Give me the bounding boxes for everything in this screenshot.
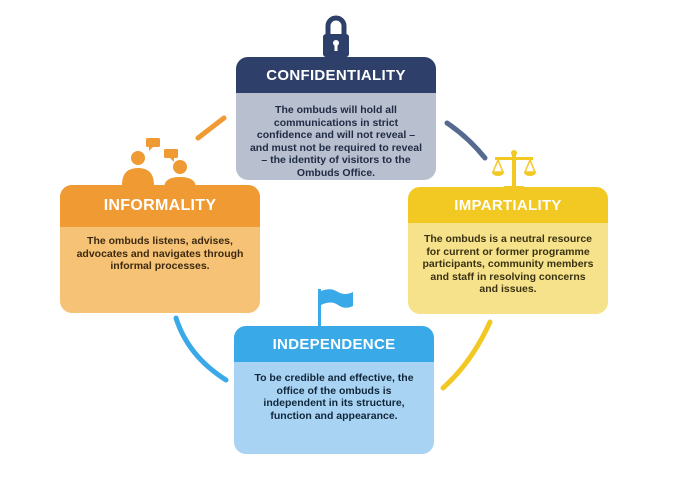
people-talking-icon: [122, 138, 196, 188]
scales-icon: [491, 150, 537, 190]
independence-text: To be credible and effective, the office…: [254, 372, 414, 422]
informality-title: INFORMALITY: [60, 185, 260, 227]
flag-icon: [318, 289, 353, 329]
confidentiality-card: CONFIDENTIALITY The ombuds will hold all…: [236, 57, 436, 180]
independence-card: INDEPENDENCE To be credible and effectiv…: [234, 326, 434, 454]
padlock-icon: [323, 15, 349, 57]
informality-text: The ombuds listens, advises, advocates a…: [76, 235, 244, 272]
impartiality-title: IMPARTIALITY: [408, 187, 608, 223]
impartiality-text: The ombuds is a neutral resource for cur…: [422, 233, 594, 295]
confidentiality-title: CONFIDENTIALITY: [236, 57, 436, 93]
impartiality-card: IMPARTIALITY The ombuds is a neutral res…: [408, 187, 608, 314]
independence-title: INDEPENDENCE: [234, 326, 434, 362]
confidentiality-text: The ombuds will hold all communications …: [249, 104, 423, 179]
informality-card: INFORMALITY The ombuds listens, advises,…: [60, 185, 260, 313]
